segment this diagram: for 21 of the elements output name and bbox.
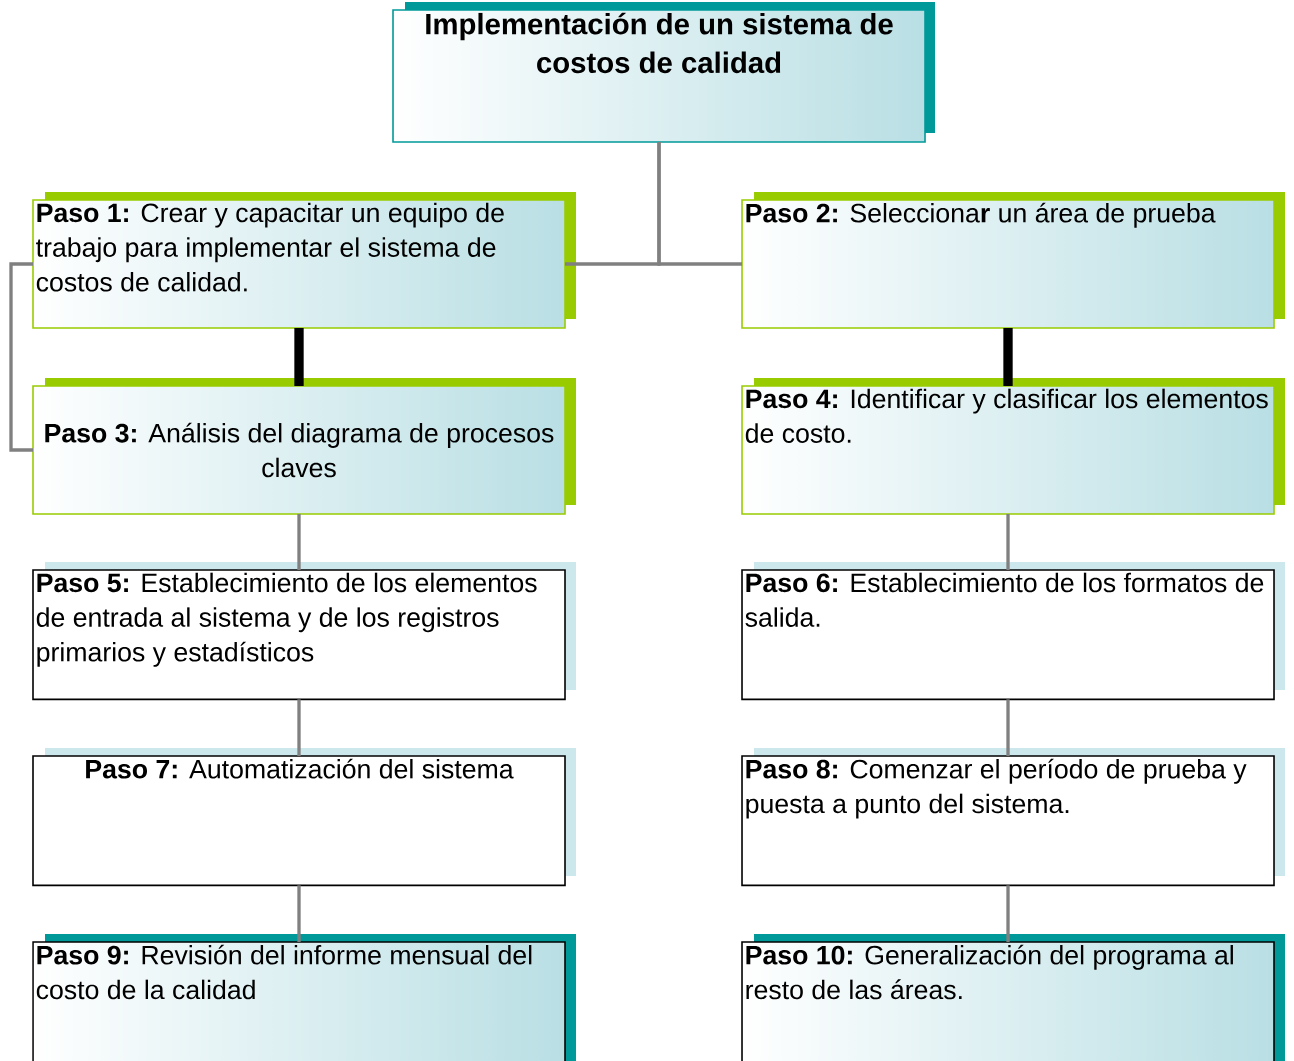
step-box: Paso 9: Revisión del informe mensual del costo de la calidad: [32, 934, 576, 1061]
step-box: Paso 1: Crear y capacitar un equipo de trabajo para implementar el sistema de costos de calidad.: [32, 192, 576, 329]
step-box: Paso 5: Establecimiento de los elementos de entrada al sistema y de los registros primarios y estadísticos: [32, 562, 576, 701]
title-box: Implementación de un sistema de costos de calidad: [392, 2, 935, 143]
connector-line: [294, 328, 304, 386]
step-box: Paso 2: Seleccionar un área de prueba: [741, 192, 1285, 329]
connector-line: [657, 142, 742, 266]
connector-line: [297, 699, 301, 756]
connector-line: [1006, 885, 1010, 942]
step-box: Paso 8: Comenzar el período de prueba y puesta a punto del sistema.: [741, 748, 1285, 887]
connector-line: [297, 885, 301, 942]
connector-line: [1003, 328, 1013, 386]
connector-line: [297, 514, 301, 570]
connector-line: [1006, 514, 1010, 570]
step-box: Paso 10: Generalización del programa al resto de las áreas.: [741, 934, 1285, 1061]
step-box: Paso 6: Establecimiento de los formatos de salida.: [741, 562, 1285, 701]
connector-line: [9, 262, 33, 452]
step-box: Paso 4: Identificar y clasificar los elementos de costo.: [741, 378, 1285, 515]
connector-line: [1006, 699, 1010, 756]
step-box: Paso 3: Análisis del diagrama de procesos claves: [32, 378, 576, 515]
step-box: Paso 7: Automatización del sistema: [32, 748, 576, 887]
